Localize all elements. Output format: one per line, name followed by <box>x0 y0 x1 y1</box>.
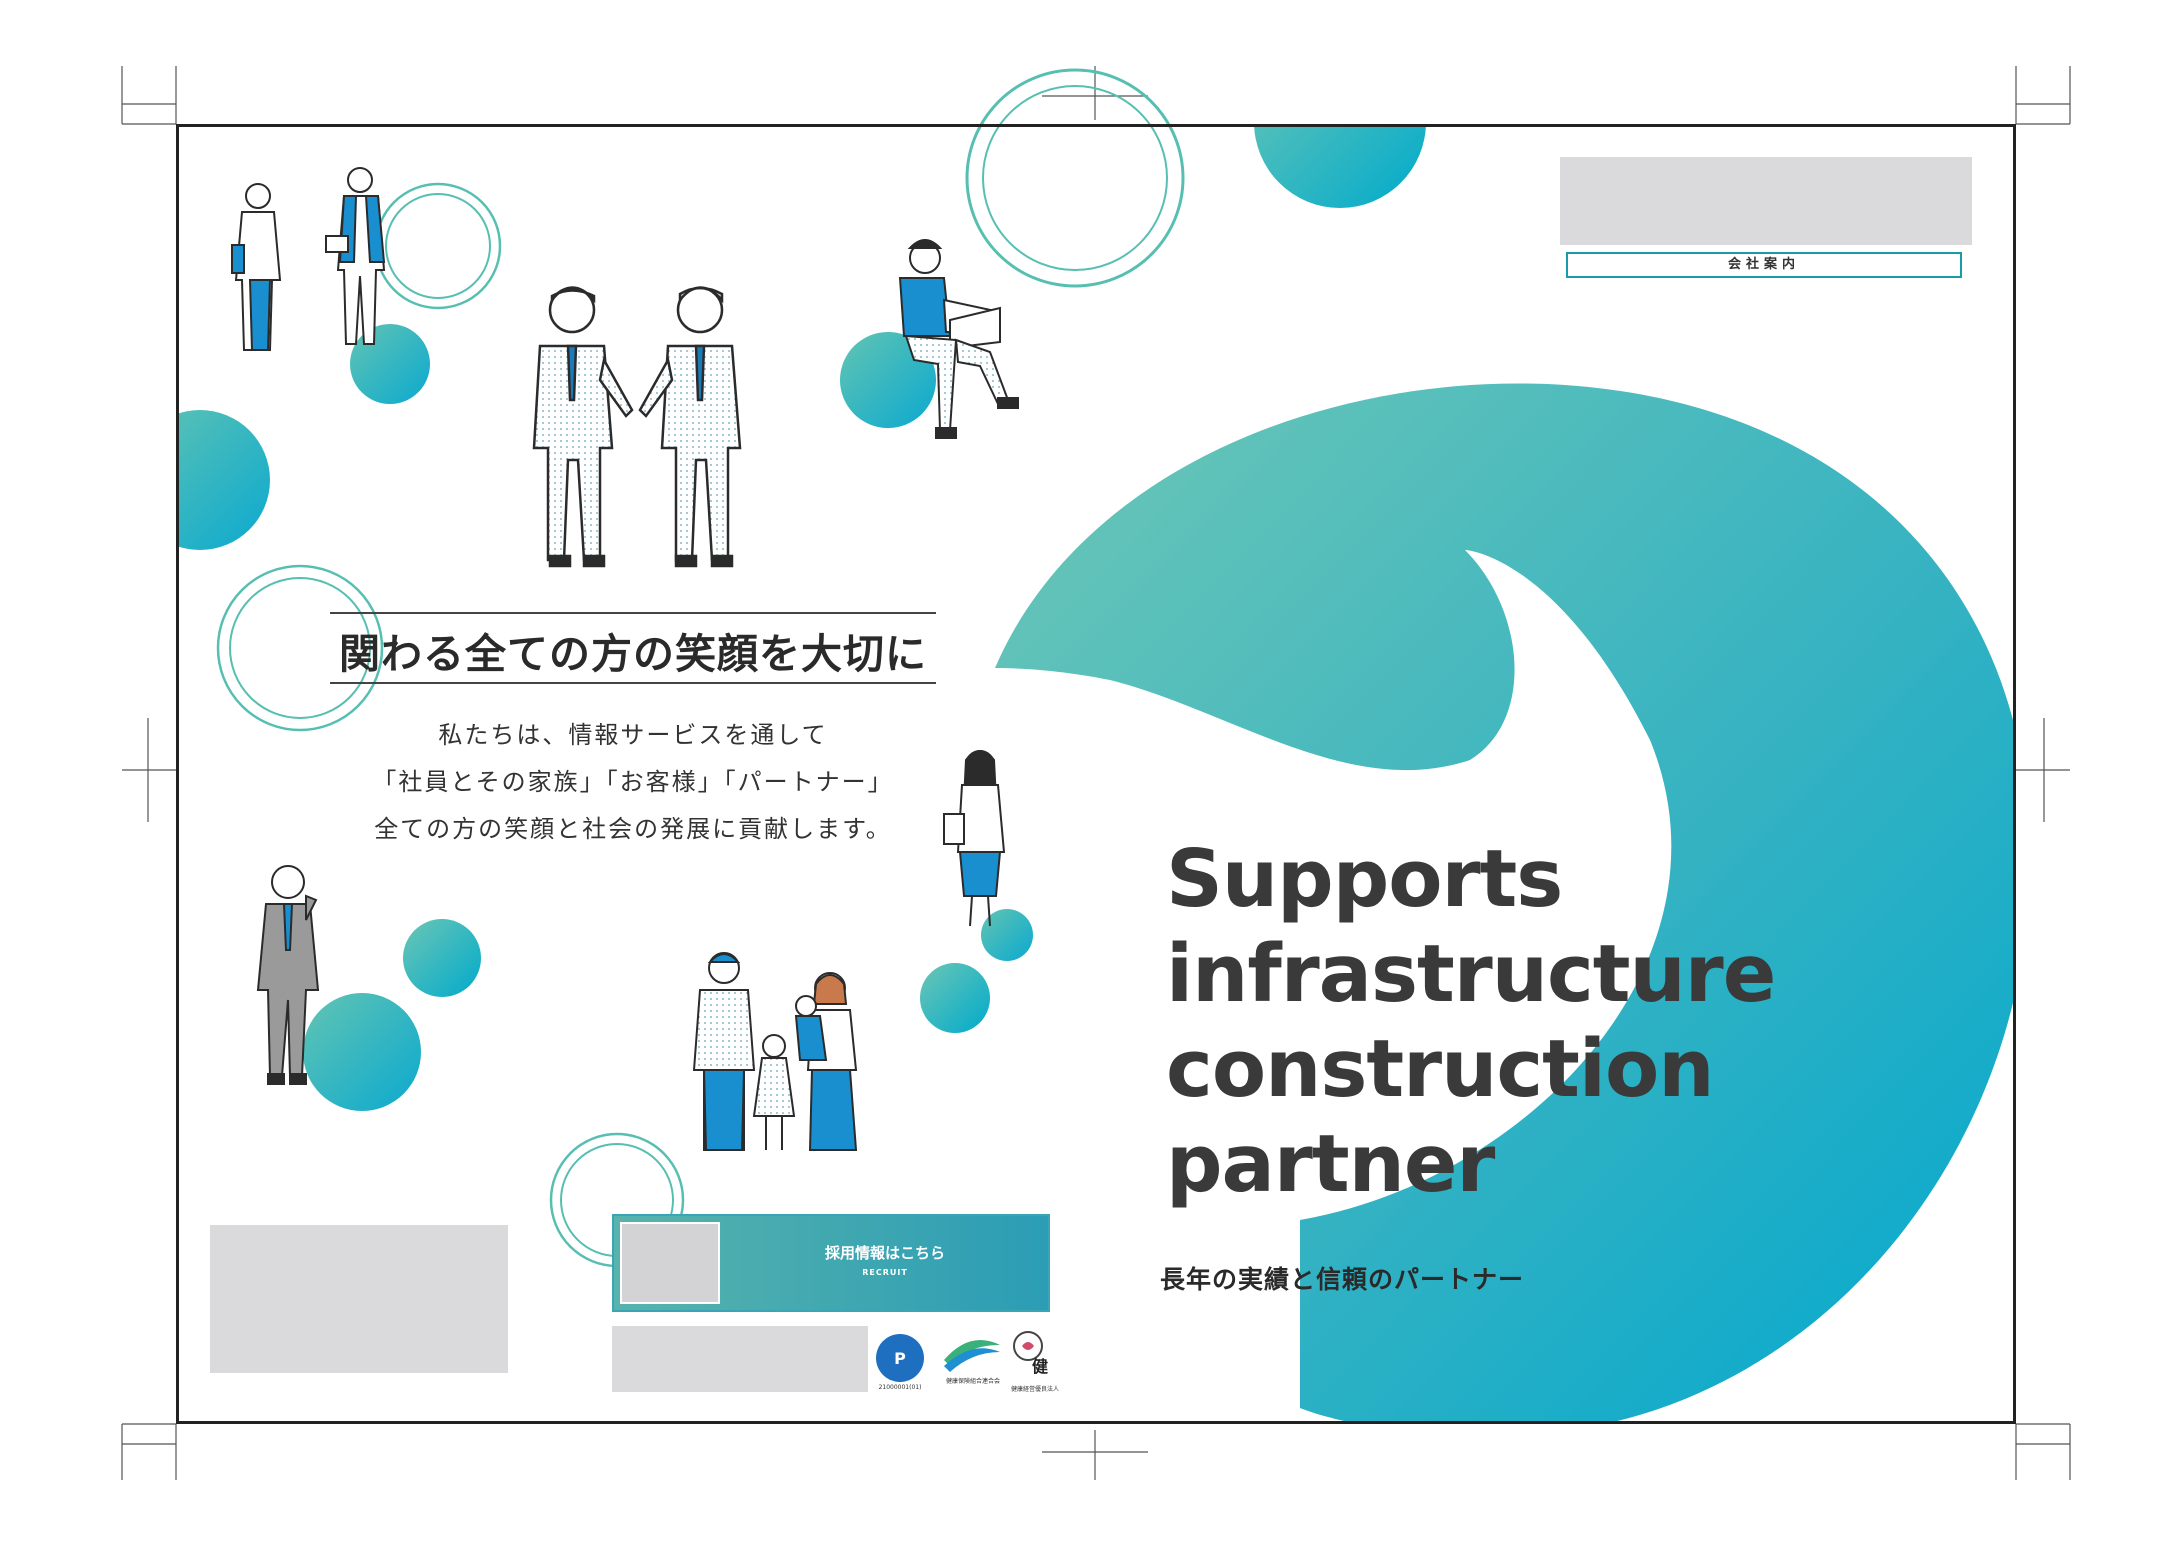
recruit-title: 採用情報はこちら <box>824 1244 945 1262</box>
mission-statement: 私たちは、情報サービスを通して 「社員とその家族」「お客様」「パートナー」 全て… <box>330 712 936 853</box>
thinking-man-illustration <box>256 865 320 1085</box>
svg-text:P: P <box>894 1349 906 1368</box>
left-teal-circle <box>176 410 270 550</box>
health-insurance-logo-icon <box>944 1340 1000 1372</box>
logo-placeholder <box>1560 157 1972 245</box>
recruit-banner[interactable]: 採用情報はこちら RECRUIT <box>612 1214 1050 1312</box>
english-title-line: infrastructure <box>1166 928 1776 1020</box>
crop-marks <box>121 66 2071 1480</box>
health-management-icon: 健 <box>1013 1331 1048 1376</box>
woman-folder-illustration <box>943 750 1006 927</box>
mission-line: 「社員とその家族」「お客様」「パートナー」 <box>372 768 894 796</box>
english-title-line: Supports <box>1166 833 1563 925</box>
mission-line: 全ての方の笑顔と社会の発展に貢献します。 <box>374 815 892 843</box>
company-label: 会社案内 <box>1566 252 1962 278</box>
top-teal-circle <box>1254 124 1426 208</box>
laptop-man-illustration <box>898 239 1019 439</box>
headline-top-rule <box>330 612 936 614</box>
svg-text:健: 健 <box>1032 1357 1048 1376</box>
big-c-shape <box>995 383 2016 1424</box>
conversation-illustration <box>231 167 386 351</box>
privacy-mark-icon: P <box>876 1334 924 1382</box>
english-title: Supports infrastructure construction par… <box>1166 832 1776 1212</box>
family-illustration <box>692 952 858 1151</box>
mission-line: 私たちは、情報サービスを通して <box>438 721 828 749</box>
health-management-caption: 健康経営優良法人 <box>1010 1386 1059 1393</box>
privacy-mark-caption: 21000001(01) <box>878 1384 922 1391</box>
subtitle: 長年の実績と信頼のパートナー <box>1160 1265 1525 1294</box>
english-title-line: partner <box>1166 1118 1495 1210</box>
placeholder-box <box>210 1225 508 1373</box>
address-placeholder <box>612 1326 868 1392</box>
headline: 関わる全ての方の笑顔を大切に <box>339 630 927 678</box>
headline-bottom-rule <box>330 682 936 684</box>
deco-dots <box>303 324 1033 1111</box>
english-title-line: construction <box>1166 1023 1715 1115</box>
recruit-subtitle: RECRUIT <box>862 1268 908 1277</box>
page-frame <box>176 124 2016 1424</box>
recruit-qr-placeholder <box>620 1222 720 1304</box>
health-insurance-caption: 健康保険組合連合会 <box>945 1378 1000 1385</box>
handshake-illustration <box>532 286 742 568</box>
